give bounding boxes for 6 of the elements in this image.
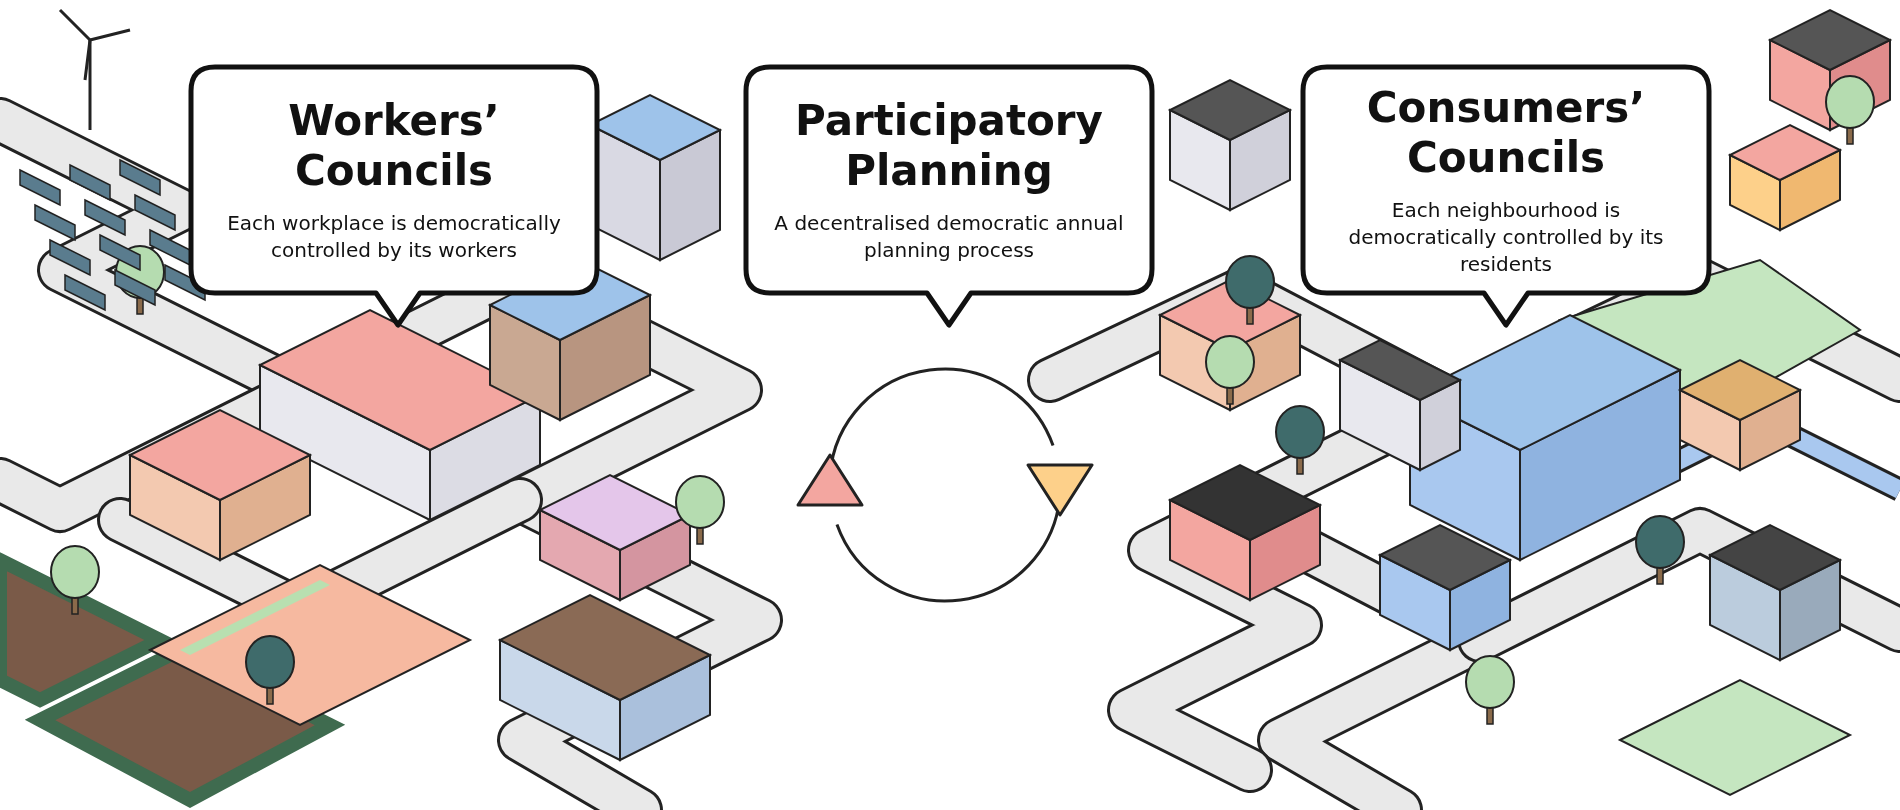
bubble-heading: Consumers’ Councils [1365, 82, 1647, 183]
bubble-heading: Participatory Planning [794, 96, 1104, 196]
bubble-heading: Workers’ Councils [287, 96, 501, 196]
bubble-text: Each workplace is democratically controlled by its workers [226, 210, 562, 264]
bubble-text: A decentralised democratic annual planning process [773, 210, 1125, 264]
bubble-text: Each neighbourhood is democratically controlled by its residents [1347, 196, 1665, 278]
